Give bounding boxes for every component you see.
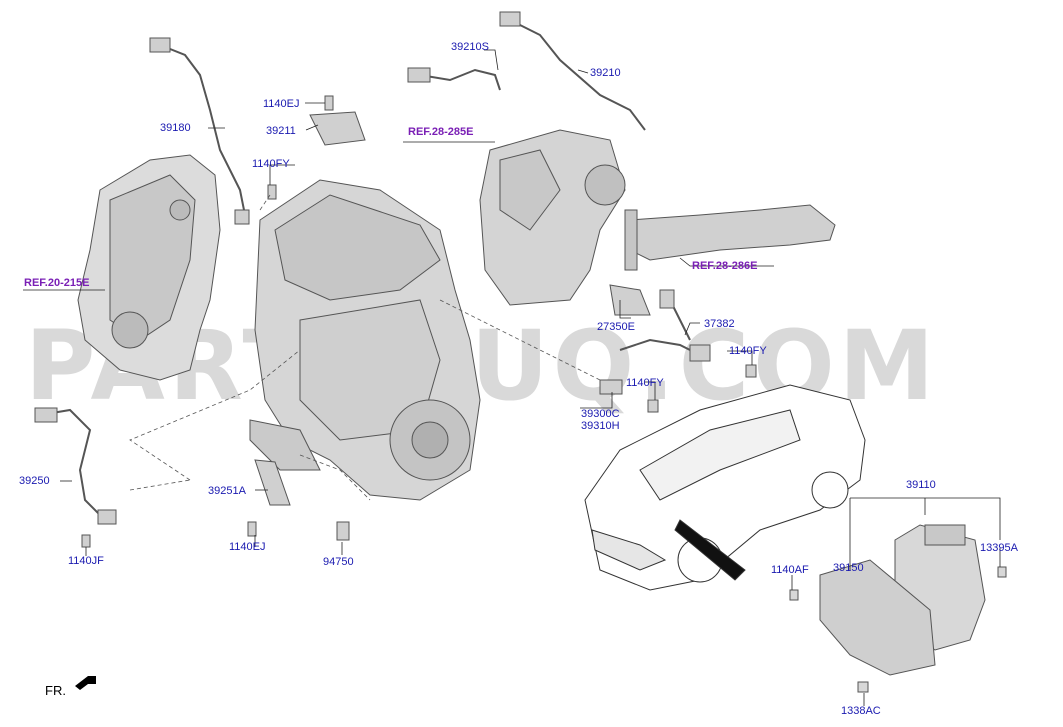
label-39210[interactable]: 39210	[590, 67, 621, 79]
label-37382[interactable]: 37382	[704, 318, 735, 330]
turbocharger-drawing	[479, 129, 626, 306]
timing-cover-drawing	[77, 154, 221, 381]
label-39180[interactable]: 39180	[160, 122, 191, 134]
car-drawing	[584, 384, 866, 591]
ref-20-215e[interactable]: REF.20-215E	[24, 277, 90, 289]
label-39251a[interactable]: 39251A	[208, 485, 246, 497]
label-13395a[interactable]: 13395A	[980, 542, 1018, 554]
label-1140ej-bottom[interactable]: 1140EJ	[229, 541, 266, 553]
label-1140fy-mid[interactable]: 1140FY	[626, 377, 664, 389]
label-39250[interactable]: 39250	[19, 475, 50, 487]
label-1140ej-top[interactable]: 1140EJ	[263, 98, 300, 110]
sensor-connectors	[34, 11, 711, 525]
label-39210s[interactable]: 39210S	[451, 41, 489, 53]
ref-28-285e[interactable]: REF.28-285E	[408, 126, 474, 138]
label-1140jf[interactable]: 1140JF	[68, 555, 104, 567]
label-39211[interactable]: 39211	[266, 125, 296, 137]
front-arrow-icon	[75, 676, 96, 690]
label-1140fy-left[interactable]: 1140FY	[252, 158, 290, 170]
label-27350e[interactable]: 27350E	[597, 321, 635, 333]
label-94750[interactable]: 94750	[323, 556, 354, 568]
leader-lines	[23, 49, 1001, 706]
label-39310h[interactable]: 39310H	[581, 420, 620, 432]
ecu-drawing	[789, 524, 1007, 693]
label-39150[interactable]: 39150	[833, 562, 864, 574]
label-39300c[interactable]: 39300C	[581, 408, 620, 420]
label-39110[interactable]: 39110	[906, 479, 936, 491]
label-1338ac[interactable]: 1338AC	[841, 705, 881, 717]
label-1140fy-right[interactable]: 1140FY	[729, 345, 767, 357]
engine-block-drawing	[249, 179, 481, 501]
assembly-lines	[129, 194, 601, 501]
front-direction-label: FR.	[45, 683, 66, 698]
label-1140af[interactable]: 1140AF	[771, 564, 809, 576]
exhaust-pipe-drawing	[624, 204, 836, 271]
ref-28-286e[interactable]: REF.28-286E	[692, 260, 758, 272]
